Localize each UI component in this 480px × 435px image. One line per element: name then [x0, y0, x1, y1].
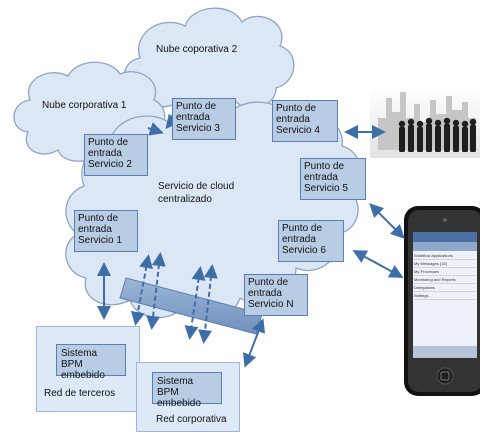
entry-point-line2: entrada — [78, 224, 112, 235]
central-cloud-line2: centralizado — [158, 194, 212, 205]
bpm-system-corporate: Sistema BPM embebido — [152, 372, 222, 409]
phone-menu: Workflow Applications My Messages (15) M… — [414, 252, 476, 300]
central-cloud-line1: Servicio de cloud — [158, 181, 235, 192]
people-icon — [398, 117, 477, 152]
entry-point-line2: entrada — [176, 112, 210, 123]
phone-menu-item[interactable]: Workflow Applications — [414, 252, 476, 260]
entry-point-line2: entrada — [276, 114, 310, 125]
phone-menu-item[interactable]: Delegations — [414, 284, 476, 292]
entry-point-line1: Punto de — [248, 277, 289, 288]
entry-point-line2: entrada — [304, 172, 338, 183]
entry-point-line3: Servicio 2 — [88, 159, 132, 170]
arrow-service6-phone — [352, 250, 404, 278]
entry-point-service-3: Punto de entrada Servicio 3 — [172, 98, 236, 140]
arrow-firewall-4 — [198, 264, 218, 344]
entry-point-service-6: Punto de entrada Servicio 6 — [278, 220, 344, 262]
entry-point-line1: Punto de — [276, 103, 317, 114]
label-cloud-corporate-1: Nube corporativa 1 — [42, 100, 127, 111]
entry-point-service-1: Punto de entrada Servicio 1 — [74, 210, 138, 252]
entry-point-line3: Servicio N — [248, 299, 294, 310]
arrow-serviceN-corporate — [243, 318, 265, 368]
bpm-line1: Sistema BPM — [61, 348, 98, 370]
arrow-firewall-1 — [130, 254, 154, 326]
entry-point-line3: Servicio 4 — [276, 125, 320, 136]
entry-point-service-2: Punto de entrada Servicio 2 — [84, 134, 148, 176]
phone-menu-item[interactable]: Settings — [414, 292, 476, 300]
entry-point-line3: Servicio 1 — [78, 235, 122, 246]
entry-point-line1: Punto de — [176, 101, 217, 112]
bpm-line2: embebido — [61, 370, 105, 381]
entry-point-line1: Punto de — [88, 137, 129, 148]
entry-point-line3: Servicio 5 — [304, 183, 348, 194]
label-central-cloud: Servicio de cloud centralizado — [158, 180, 234, 206]
entry-point-line1: Punto de — [304, 161, 345, 172]
entry-point-service-4: Punto de entrada Servicio 4 — [272, 100, 338, 142]
phone-menu-item[interactable]: My Processes — [414, 268, 476, 276]
phone-menu-item[interactable]: Monitoring and Reports — [414, 276, 476, 284]
label-corporate-network: Red corporativa — [156, 414, 227, 425]
entry-point-line1: Punto de — [78, 213, 119, 224]
bpm-line1: Sistema BPM — [157, 376, 194, 398]
entry-point-line3: Servicio 3 — [176, 123, 220, 134]
entry-point-line2: entrada — [282, 234, 316, 245]
smartphone-icon — [404, 206, 480, 396]
entry-point-service-n: Punto de entrada Servicio N — [244, 274, 308, 316]
bpm-line2: embebido — [157, 398, 201, 409]
entry-point-service-5: Punto de entrada Servicio 5 — [300, 158, 366, 200]
entry-point-line2: entrada — [248, 288, 282, 299]
arrow-cloud1-service2 — [147, 122, 164, 136]
entry-point-line2: entrada — [88, 148, 122, 159]
arrow-firewall-2 — [146, 252, 166, 330]
label-third-party-network: Red de terceros — [44, 388, 116, 399]
entry-point-line3: Servicio 6 — [282, 245, 326, 256]
label-cloud-corporate-2: Nube coporativa 2 — [156, 44, 238, 55]
phone-menu-item[interactable]: My Messages (15) — [414, 260, 476, 268]
arrow-service5-phone — [369, 203, 405, 239]
bpm-system-third-party: Sistema BPM embebido — [56, 344, 126, 381]
entry-point-line1: Punto de — [282, 223, 323, 234]
